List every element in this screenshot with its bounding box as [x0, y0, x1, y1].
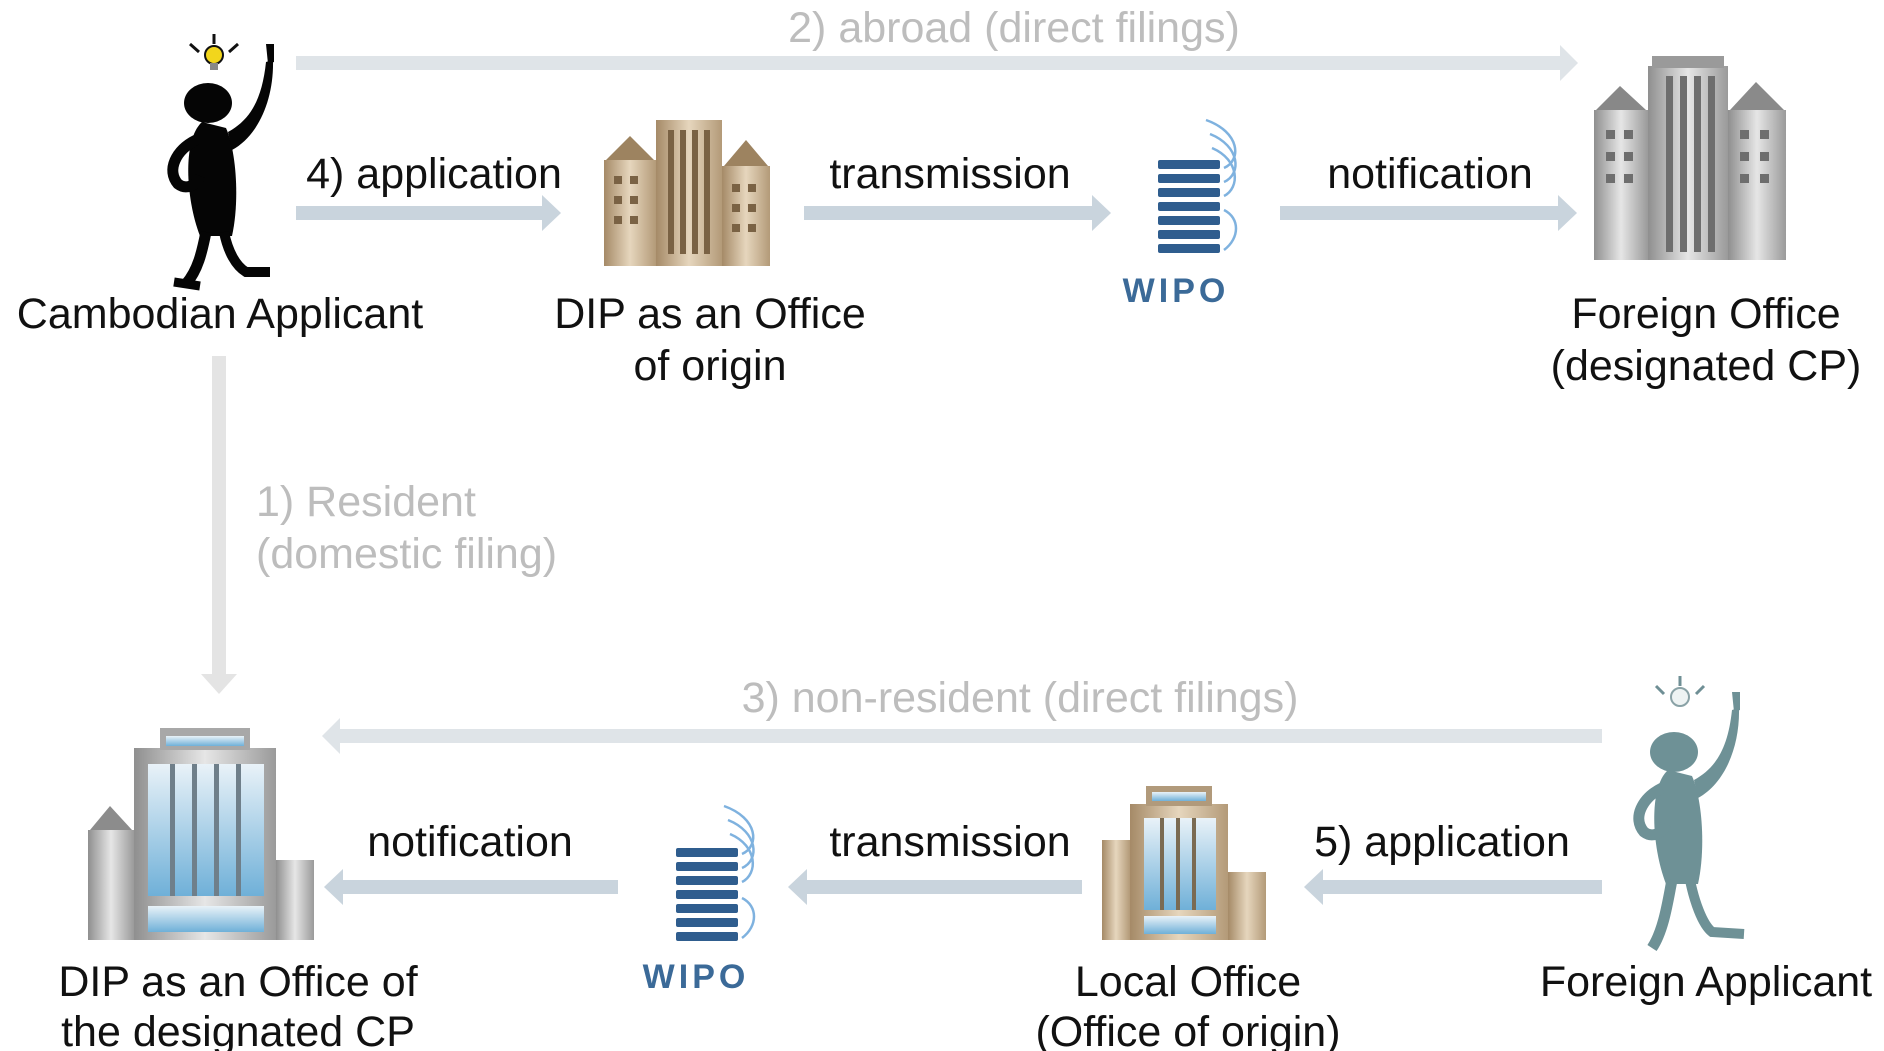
wipo-label-top: WIPO	[1123, 272, 1230, 310]
dip-designated-label-line2: the designated CP	[61, 1008, 415, 1051]
local-office-label-line1: Local Office	[1075, 958, 1301, 1006]
foreign-applicant-icon	[1633, 676, 1745, 952]
dip-designated-building-icon	[88, 728, 314, 940]
foreign-office-label-line1: Foreign Office	[1571, 290, 1840, 338]
bottom-transmission-label: transmission	[829, 818, 1070, 866]
resident-arrow	[201, 356, 237, 694]
non-resident-arrow	[322, 718, 1602, 754]
top-application-label: 4) application	[306, 150, 562, 198]
wipo-logo-icon-bottom: WIPO	[643, 804, 756, 996]
bottom-notification-label: notification	[367, 818, 573, 866]
cambodian-applicant-icon	[167, 34, 274, 291]
non-resident-label: 3) non-resident (direct filings)	[742, 674, 1299, 722]
bottom-notification-arrow	[324, 869, 618, 905]
dip-origin-label-line2: of origin	[634, 342, 787, 390]
top-notification-arrow	[1280, 195, 1577, 231]
foreign-office-building-icon	[1594, 56, 1786, 260]
wipo-label-bottom: WIPO	[643, 958, 750, 996]
dip-designated-label-line1: DIP as an Office of	[58, 958, 418, 1006]
top-application-arrow	[296, 195, 561, 231]
foreign-office-label-line2: (designated CP)	[1551, 342, 1862, 390]
resident-label-line2: (domestic filing)	[256, 530, 557, 578]
bottom-application-label: 5) application	[1314, 818, 1570, 866]
abroad-arrow	[296, 45, 1578, 81]
top-transmission-label: transmission	[829, 150, 1070, 198]
foreign-applicant-label: Foreign Applicant	[1540, 958, 1872, 1006]
dip-origin-building-icon	[604, 120, 770, 266]
local-office-label-line2: (Office of origin)	[1035, 1008, 1340, 1051]
bottom-transmission-arrow	[788, 869, 1082, 905]
dip-origin-label-line1: DIP as an Office	[554, 290, 866, 338]
bottom-application-arrow	[1304, 869, 1602, 905]
wipo-logo-icon-top: WIPO	[1123, 118, 1238, 310]
cambodian-applicant-label: Cambodian Applicant	[17, 290, 423, 338]
resident-label-line1: 1) Resident	[256, 478, 476, 526]
local-office-building-icon	[1102, 786, 1266, 940]
top-notification-label: notification	[1327, 150, 1533, 198]
abroad-label: 2) abroad (direct filings)	[788, 4, 1240, 52]
top-transmission-arrow	[804, 195, 1111, 231]
